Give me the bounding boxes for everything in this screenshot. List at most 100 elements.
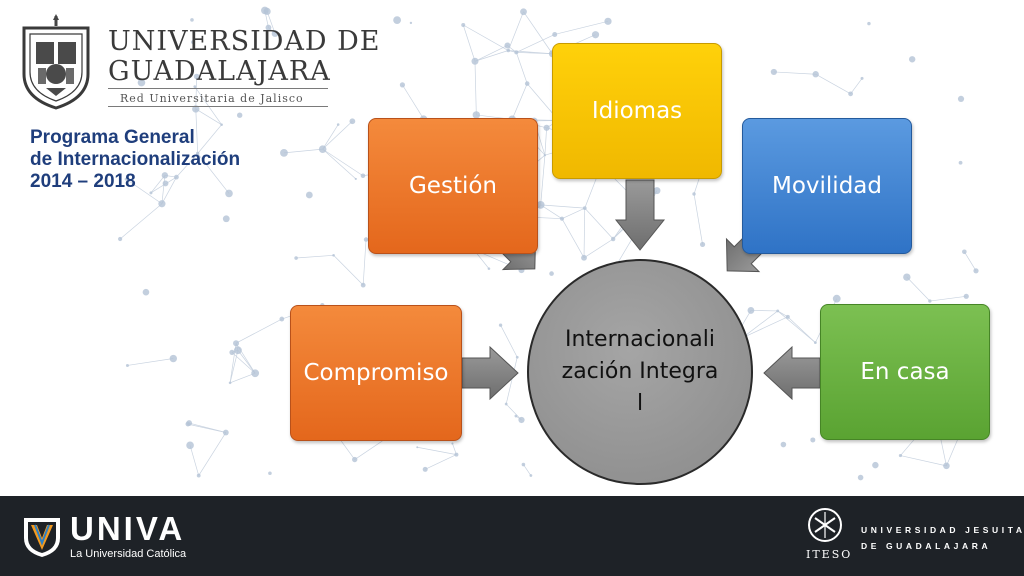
network-dot bbox=[963, 293, 969, 299]
center-node-label: Internacionalización Integral bbox=[561, 327, 719, 416]
network-link bbox=[194, 86, 222, 125]
network-link bbox=[417, 446, 457, 455]
network-link bbox=[584, 207, 614, 240]
network-dot bbox=[422, 466, 428, 472]
node-gestion: Gestión bbox=[368, 118, 538, 254]
network-link bbox=[511, 83, 528, 120]
network-link bbox=[425, 454, 457, 470]
network-dot bbox=[416, 446, 419, 449]
network-link bbox=[583, 238, 614, 259]
node-movilidad: Movilidad bbox=[742, 118, 912, 254]
network-dot bbox=[776, 309, 780, 313]
network-dot bbox=[186, 441, 194, 450]
network-dot bbox=[142, 288, 150, 296]
network-dot bbox=[898, 453, 903, 458]
network-dot bbox=[220, 123, 223, 126]
network-link bbox=[964, 251, 977, 272]
network-dot bbox=[162, 180, 169, 187]
network-dot bbox=[487, 267, 491, 270]
program-title-line: Programa General bbox=[30, 127, 195, 148]
network-dot bbox=[228, 381, 232, 385]
udg-seal-logo bbox=[22, 14, 90, 110]
network-dot bbox=[699, 241, 706, 248]
network-link bbox=[150, 175, 166, 194]
network-dot bbox=[498, 323, 503, 327]
network-link bbox=[742, 310, 778, 339]
network-dot bbox=[233, 340, 240, 347]
network-dot bbox=[514, 414, 518, 418]
network-dot bbox=[581, 254, 587, 261]
network-dot bbox=[124, 177, 128, 181]
network-dot bbox=[349, 118, 356, 125]
network-dot bbox=[958, 160, 963, 165]
network-link bbox=[523, 11, 553, 54]
network-dot bbox=[354, 177, 357, 181]
iteso-line2: DE GUADALAJARA bbox=[861, 541, 992, 551]
network-dot bbox=[928, 299, 932, 303]
network-dot bbox=[943, 462, 950, 470]
network-dot bbox=[118, 236, 123, 242]
network-dot bbox=[543, 124, 550, 131]
network-link bbox=[333, 255, 364, 286]
network-dot bbox=[191, 40, 195, 45]
network-link bbox=[583, 208, 586, 258]
network-dot bbox=[472, 111, 481, 119]
network-dot bbox=[515, 355, 519, 359]
network-dot bbox=[265, 24, 272, 31]
network-link bbox=[176, 153, 198, 178]
iteso-emblem-logo bbox=[808, 508, 842, 542]
network-dot bbox=[524, 81, 530, 86]
network-link bbox=[127, 358, 174, 366]
network-link bbox=[523, 464, 532, 476]
node-idiomas: Idiomas bbox=[552, 43, 722, 179]
network-dot bbox=[222, 215, 230, 223]
network-dot bbox=[549, 271, 554, 276]
network-link bbox=[362, 239, 367, 286]
network-dot bbox=[234, 346, 242, 355]
network-dot bbox=[471, 57, 479, 65]
network-dot bbox=[604, 17, 612, 25]
network-link bbox=[198, 432, 227, 476]
network-dot bbox=[770, 68, 777, 76]
network-link bbox=[322, 148, 357, 180]
network-dot bbox=[222, 429, 229, 436]
network-link bbox=[474, 45, 508, 62]
network-dot bbox=[813, 341, 817, 345]
network-dot bbox=[360, 173, 366, 179]
network-dot bbox=[521, 462, 526, 467]
footer-bar: UNIVA La Universidad Católica ITESO UNIV… bbox=[0, 496, 1024, 576]
network-link bbox=[561, 207, 585, 219]
network-link bbox=[507, 11, 524, 51]
network-dot bbox=[305, 191, 313, 199]
univa-shield-logo bbox=[24, 518, 60, 557]
program-title-line: 2014 – 2018 bbox=[30, 171, 136, 192]
network-dot bbox=[393, 16, 402, 25]
network-dot bbox=[747, 307, 755, 314]
network-dot bbox=[653, 187, 661, 195]
network-dot bbox=[336, 123, 340, 126]
network-link bbox=[462, 24, 476, 62]
network-dot bbox=[610, 236, 616, 242]
network-link bbox=[516, 34, 555, 53]
network-dot bbox=[785, 314, 790, 319]
network-dot bbox=[454, 452, 459, 457]
network-dot bbox=[520, 8, 527, 16]
network-dot bbox=[280, 148, 288, 157]
network-link bbox=[742, 316, 788, 339]
network-link bbox=[402, 84, 424, 120]
network-link bbox=[900, 455, 947, 467]
network-dot bbox=[229, 349, 235, 355]
university-name-line1: UNIVERSIDAD DE bbox=[108, 26, 381, 57]
network-dot bbox=[957, 95, 965, 102]
network-dot bbox=[279, 316, 285, 322]
network-dot bbox=[192, 105, 200, 113]
network-link bbox=[322, 148, 364, 177]
network-link bbox=[189, 445, 200, 476]
network-dot bbox=[236, 112, 243, 118]
network-dot bbox=[271, 30, 279, 37]
university-name-line2: GUADALAJARA bbox=[108, 56, 331, 87]
network-link bbox=[474, 61, 477, 115]
network-link bbox=[463, 24, 509, 51]
network-dot bbox=[268, 471, 272, 476]
network-dot bbox=[461, 23, 466, 28]
